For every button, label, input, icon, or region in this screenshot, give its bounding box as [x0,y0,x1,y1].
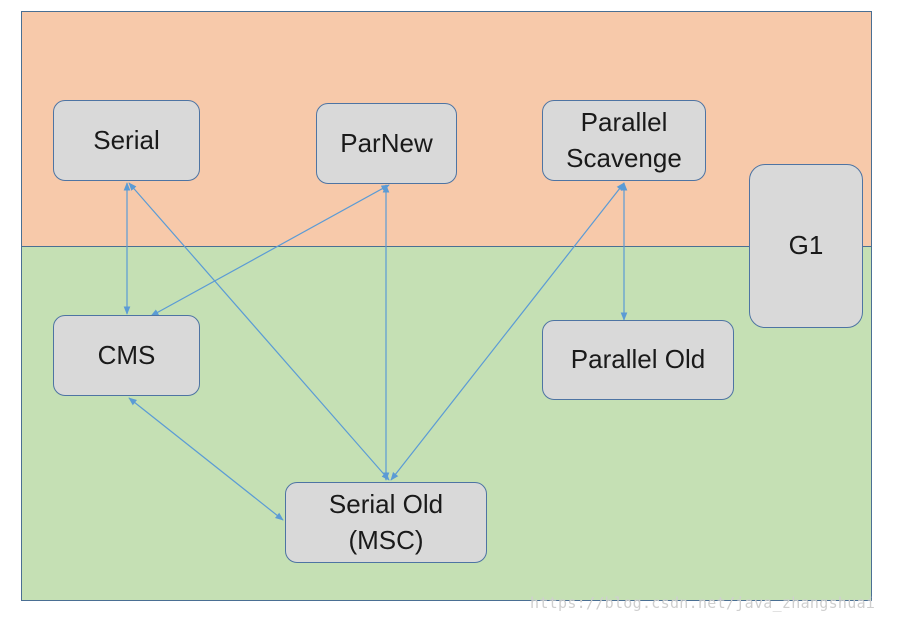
node-parnew: ParNew [316,103,457,184]
node-serial-label: Serial [93,124,160,155]
node-g1-label: G1 [788,230,824,261]
node-parallel-old: Parallel Old [542,320,734,400]
node-parallel-scavenge: Parallel Scavenge [542,100,706,181]
node-parallel-old-label: Parallel Old [570,344,706,375]
node-serial: Serial [53,100,200,181]
node-cms: CMS [53,315,200,396]
node-parallel-scavenge-label: Parallel Scavenge [566,106,682,173]
node-cms-label: CMS [97,339,156,370]
node-parnew-label: ParNew [340,127,433,158]
node-serial-old-label: Serial Old (MSC) [328,488,444,555]
node-serial-old: Serial Old (MSC) [285,482,487,563]
watermark: https://blog.csdn.net/java_zhangshuai [530,594,876,612]
node-g1: G1 [749,164,863,328]
